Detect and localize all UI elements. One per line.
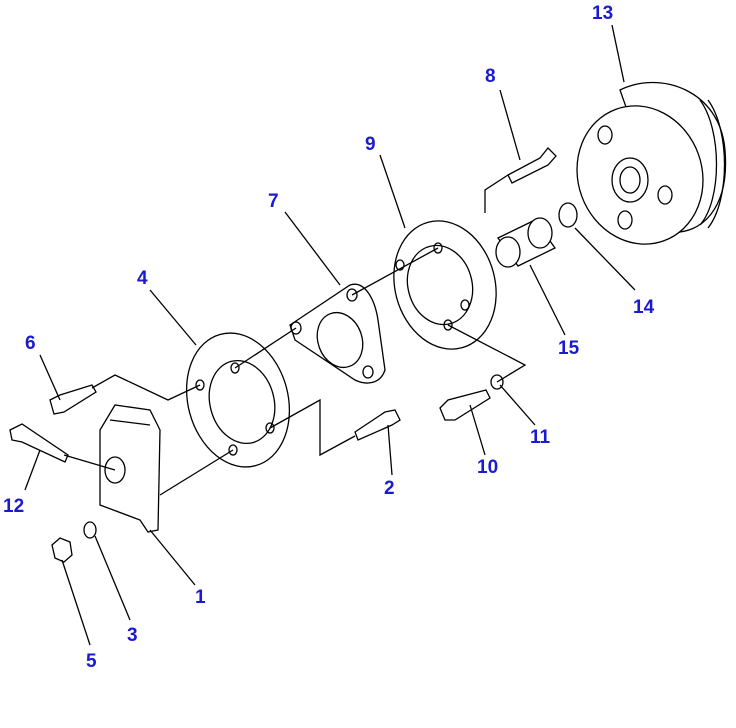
part-14-ring [558,202,578,228]
callout-6: 6 [25,333,36,354]
part-6-bolt [49,384,97,415]
callout-14: 14 [633,297,655,318]
callout-3: 3 [127,625,138,646]
part-2-bolt [354,409,401,441]
part-15-bushing [495,217,556,268]
callout-11: 11 [530,427,551,448]
part-3-washer [83,521,97,539]
callout-9: 9 [365,134,376,155]
part-1-bracket [99,404,161,533]
callout-7: 7 [268,191,279,212]
callout-8: 8 [485,66,496,87]
part-8-bolt [507,147,557,184]
part-5-nut [51,537,73,563]
callout-2: 2 [384,478,395,499]
callout-12: 12 [3,496,24,517]
callout-5: 5 [86,651,97,672]
part-9-plate [393,220,497,350]
part-4-plate [185,332,291,468]
part-12-bolt [9,423,69,463]
part-10-bolt [439,389,491,421]
callout-13: 13 [592,3,613,24]
part-13-pulley [576,81,727,245]
callout-4: 4 [137,268,148,289]
callout-10: 10 [477,457,498,478]
callout-1: 1 [195,587,206,608]
callout-15: 15 [558,338,580,359]
part-11-washer [490,374,504,390]
leader-lines [24,24,636,646]
part-7-flange [289,283,386,384]
